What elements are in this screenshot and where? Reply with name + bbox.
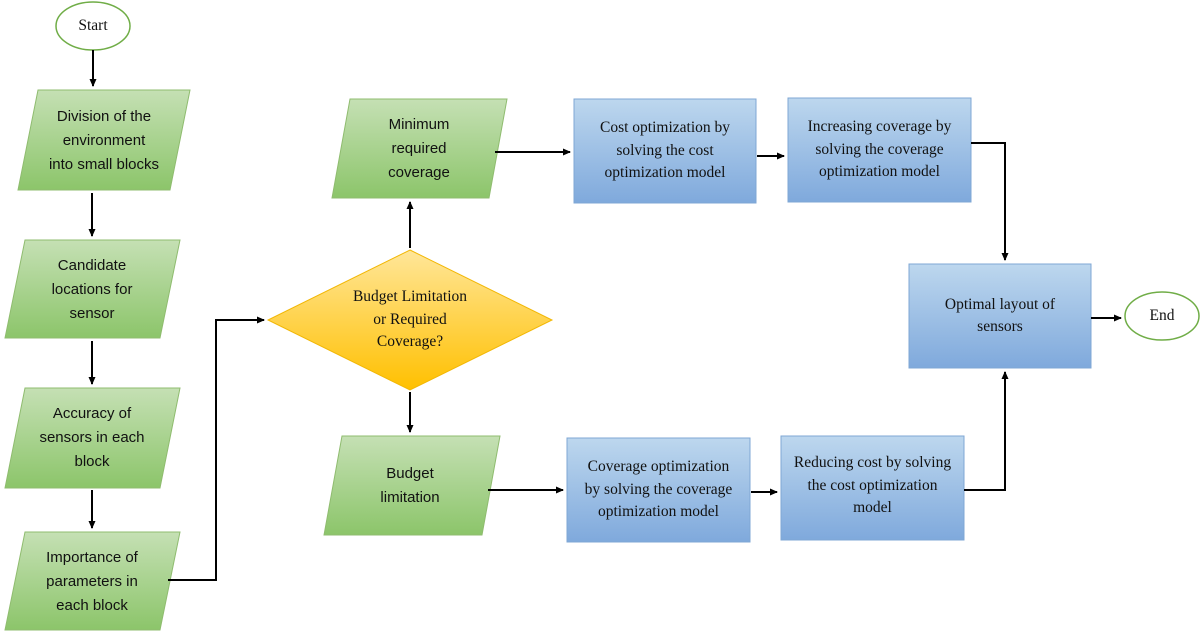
start-terminal — [55, 1, 131, 51]
cost-opt-box — [573, 98, 757, 204]
candidate-parallelogram — [4, 239, 181, 339]
arrow-red-cost-to-optimal — [964, 371, 1009, 491]
arrow-importance-to-decision — [168, 316, 265, 581]
inc-cov-box — [787, 97, 972, 203]
cov-opt-box — [566, 437, 751, 543]
budget-parallelogram — [323, 435, 501, 536]
accuracy-parallelogram — [4, 387, 181, 489]
division-parallelogram — [17, 89, 191, 191]
min-coverage-parallelogram — [331, 98, 508, 199]
importance-parallelogram — [4, 531, 181, 631]
arrow-inc-cov-to-optimal — [971, 142, 1009, 261]
optimal-box — [908, 263, 1092, 369]
decision-diamond — [266, 249, 554, 391]
end-terminal — [1124, 291, 1200, 341]
red-cost-box — [780, 435, 965, 541]
